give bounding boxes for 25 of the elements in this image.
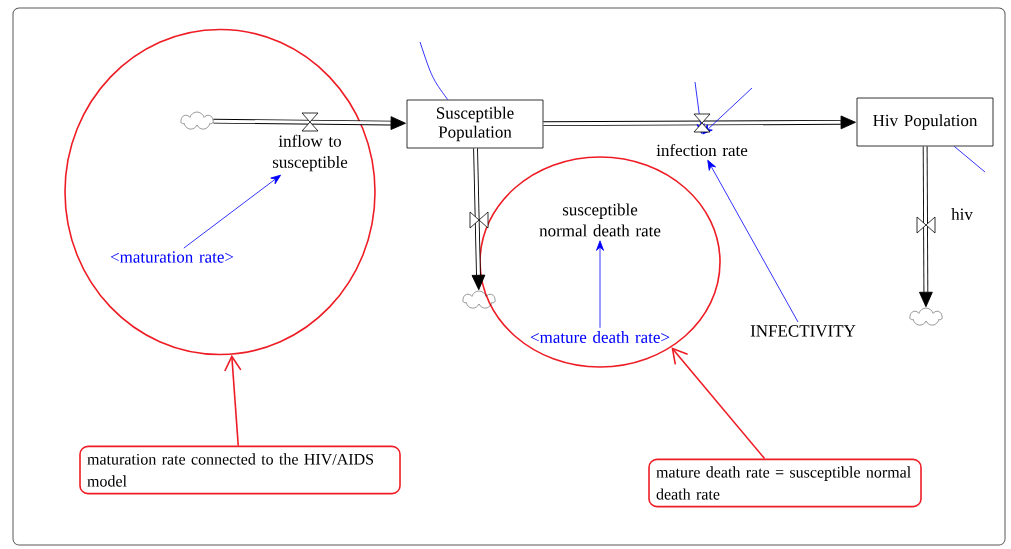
- variable-label: <mature death rate>: [530, 331, 670, 343]
- leader-line: [671, 347, 766, 460]
- flow-label: infection rate: [656, 143, 748, 157]
- link-arrow: [183, 174, 281, 249]
- link-arrow: [596, 240, 604, 329]
- callout-box: maturation rate connected to the HIV/AIDS model: [79, 445, 401, 495]
- stock-box: Susceptible Population: [406, 99, 544, 149]
- flow-label: susceptible normal death rate: [539, 203, 661, 237]
- highlight-ellipse: [64, 28, 376, 356]
- flow-pipe: [213, 116, 406, 130]
- link-arrow: [707, 159, 799, 323]
- flow-label: inflow to susceptible: [272, 134, 348, 172]
- flow-pipe: [471, 148, 486, 291]
- flow-label: hiv: [951, 208, 973, 220]
- variable-label: <maturation rate>: [110, 251, 234, 263]
- highlight-ellipse: [479, 156, 721, 368]
- leader-line: [224, 354, 242, 447]
- flow-pipe: [543, 115, 856, 130]
- cloud-symbol: [909, 307, 943, 326]
- callout-box: mature death rate = susceptible normal death rate: [648, 458, 922, 508]
- variable-label: INFECTIVITY: [750, 325, 856, 337]
- flow-pipe: [919, 146, 933, 308]
- stock-box: Hiv Population: [856, 97, 994, 147]
- cloud-symbol: [180, 111, 214, 130]
- cloud-symbol: [462, 290, 496, 309]
